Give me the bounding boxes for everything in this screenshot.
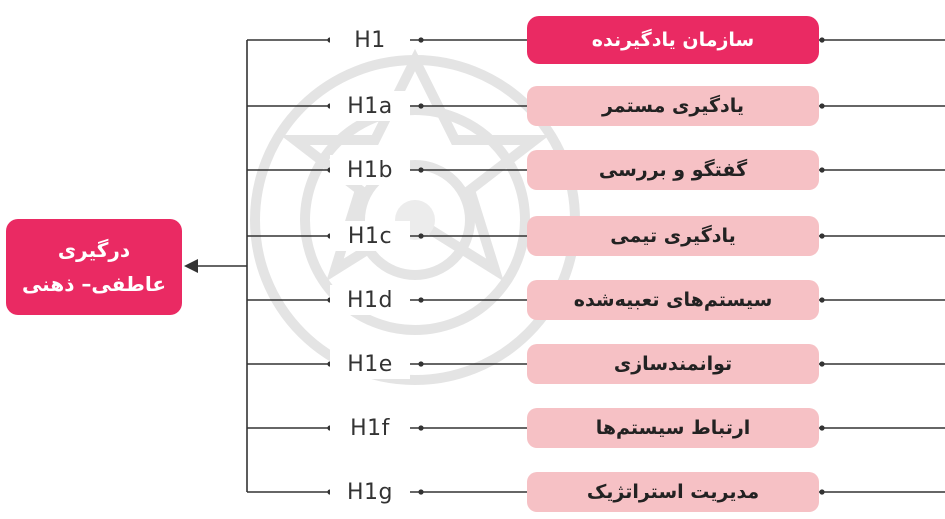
construct-box-team-learning: یادگیری تیمی <box>527 216 819 256</box>
arrow-head <box>184 259 198 273</box>
main-construct-box: درگیری عاطفی– ذهنی <box>6 219 182 315</box>
hypothesis-label: H1g <box>330 477 410 507</box>
main-construct-line1: درگیری <box>57 238 131 262</box>
construct-box-strategic-leadership: مدیریت استراتژیک <box>527 472 819 512</box>
hypothesis-label: H1c <box>330 221 410 251</box>
main-construct-line2: عاطفی– ذهنی <box>21 272 167 296</box>
construct-box-dialogue-inquiry: گفتگو و بررسی <box>527 150 819 190</box>
hypothesis-label: H1a <box>330 91 410 121</box>
hypothesis-label: H1d <box>330 285 410 315</box>
construct-box-empowerment: توانمندسازی <box>527 344 819 384</box>
construct-box-system-connection: ارتباط سیستم‌ها <box>527 408 819 448</box>
construct-box-continuous-learning: یادگیری مستمر <box>527 86 819 126</box>
hypothesis-label: H1e <box>330 349 410 379</box>
construct-box-embedded-systems: سیستم‌های تعبیه‌شده <box>527 280 819 320</box>
hypothesis-label: H1b <box>330 155 410 185</box>
construct-box-learning-organization: سازمان یادگیرنده <box>527 16 819 64</box>
hypothesis-label: H1 <box>330 25 410 55</box>
hypothesis-label: H1f <box>330 413 410 443</box>
